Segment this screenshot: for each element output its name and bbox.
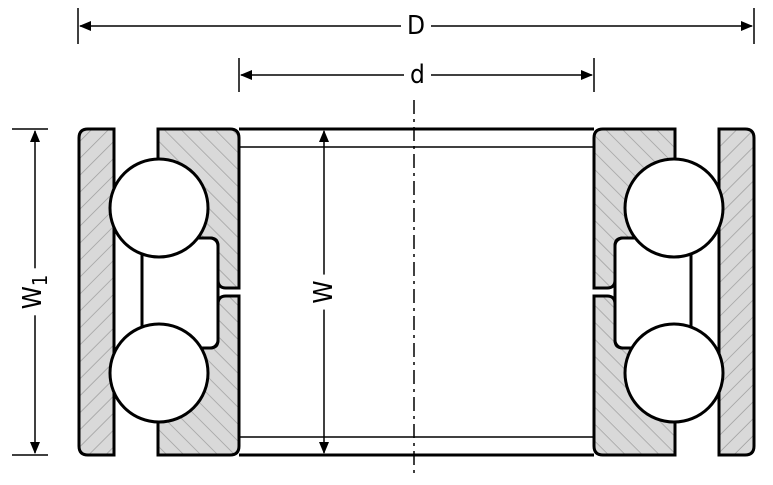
right-section <box>592 127 756 457</box>
label-d: d <box>404 62 431 88</box>
left-ball-bottom <box>108 322 210 424</box>
left-section <box>77 127 241 457</box>
label-W: W <box>309 274 339 310</box>
label-W1: W1 <box>17 268 53 316</box>
left-ball-top <box>108 157 210 259</box>
label-W1-subscript: 1 <box>28 274 53 287</box>
label-W1-main: W <box>17 286 48 310</box>
left-outer-ring <box>77 127 116 457</box>
bore-outline <box>239 127 594 457</box>
label-D: D <box>401 13 432 39</box>
